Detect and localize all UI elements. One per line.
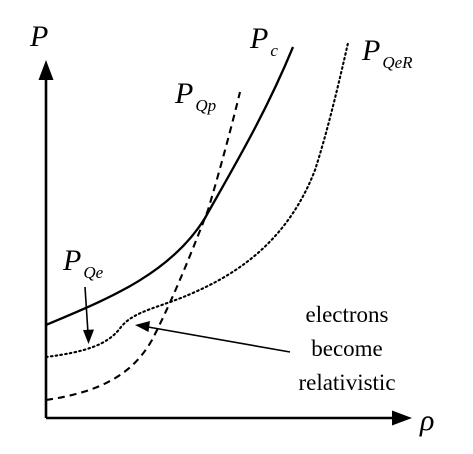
axes [38,60,412,426]
y-axis-arrowhead [38,60,54,80]
pqe-pointer-line [84,286,89,334]
annotation: electrons become relativistic [298,302,395,395]
curve-pqe-pqer [44,41,350,359]
curves [44,41,350,402]
annotation-line-2: become [311,336,383,361]
y-axis-label: P [29,20,48,53]
relativistic-pointer-arrowhead [135,321,150,332]
annotation-line-1: electrons [305,302,388,327]
x-axis-label: ρ [419,404,434,437]
curve-pc [45,46,295,327]
pqe-pointer [83,286,94,344]
relativistic-pointer-line [147,326,291,353]
relativistic-pointer [135,321,291,353]
annotation-line-3: relativistic [298,370,395,395]
x-axis-arrowhead [392,410,412,426]
pqe-pointer-arrowhead [83,329,94,344]
